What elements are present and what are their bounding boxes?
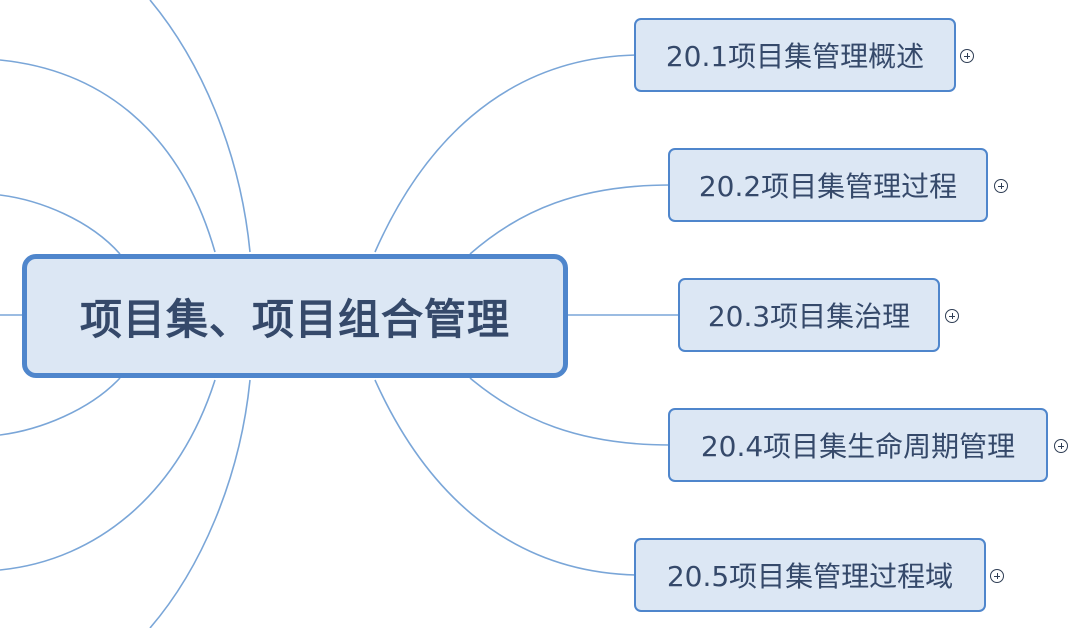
connector-line xyxy=(469,184,671,255)
subtopic-node[interactable]: 20.2项目集管理过程 xyxy=(668,148,988,222)
subtopic-node[interactable]: 20.1项目集管理概述 xyxy=(634,18,956,92)
subtopic-label: 20.5项目集管理过程域 xyxy=(666,560,954,593)
subtopic-node[interactable]: 20.3项目集治理 xyxy=(678,278,940,352)
connector-line xyxy=(0,379,216,571)
connector-line xyxy=(374,54,637,253)
subtopic-node[interactable]: 20.4项目集生命周期管理 xyxy=(668,408,1048,482)
expand-plus-icon[interactable] xyxy=(994,179,1008,193)
expand-plus-icon[interactable] xyxy=(945,309,959,323)
central-topic-label: 项目集、项目组合管理 xyxy=(79,294,510,344)
central-topic[interactable]: 项目集、项目组合管理 xyxy=(22,254,568,378)
connector-line xyxy=(374,379,637,576)
subtopic-label: 20.1项目集管理概述 xyxy=(665,40,925,73)
subtopic-label: 20.4项目集生命周期管理 xyxy=(700,430,1016,463)
connector-line xyxy=(0,59,216,253)
expand-plus-icon[interactable] xyxy=(960,49,974,63)
connector-line xyxy=(149,0,251,253)
connector-line xyxy=(0,194,121,255)
connector-line xyxy=(469,377,671,446)
connector-line xyxy=(0,377,121,436)
expand-plus-icon[interactable] xyxy=(990,569,1004,583)
subtopic-label: 20.2项目集管理过程 xyxy=(698,170,958,203)
expand-plus-icon[interactable] xyxy=(1054,439,1068,453)
subtopic-label: 20.3项目集治理 xyxy=(707,300,911,333)
connector-line xyxy=(149,379,251,628)
subtopic-node[interactable]: 20.5项目集管理过程域 xyxy=(634,538,986,612)
